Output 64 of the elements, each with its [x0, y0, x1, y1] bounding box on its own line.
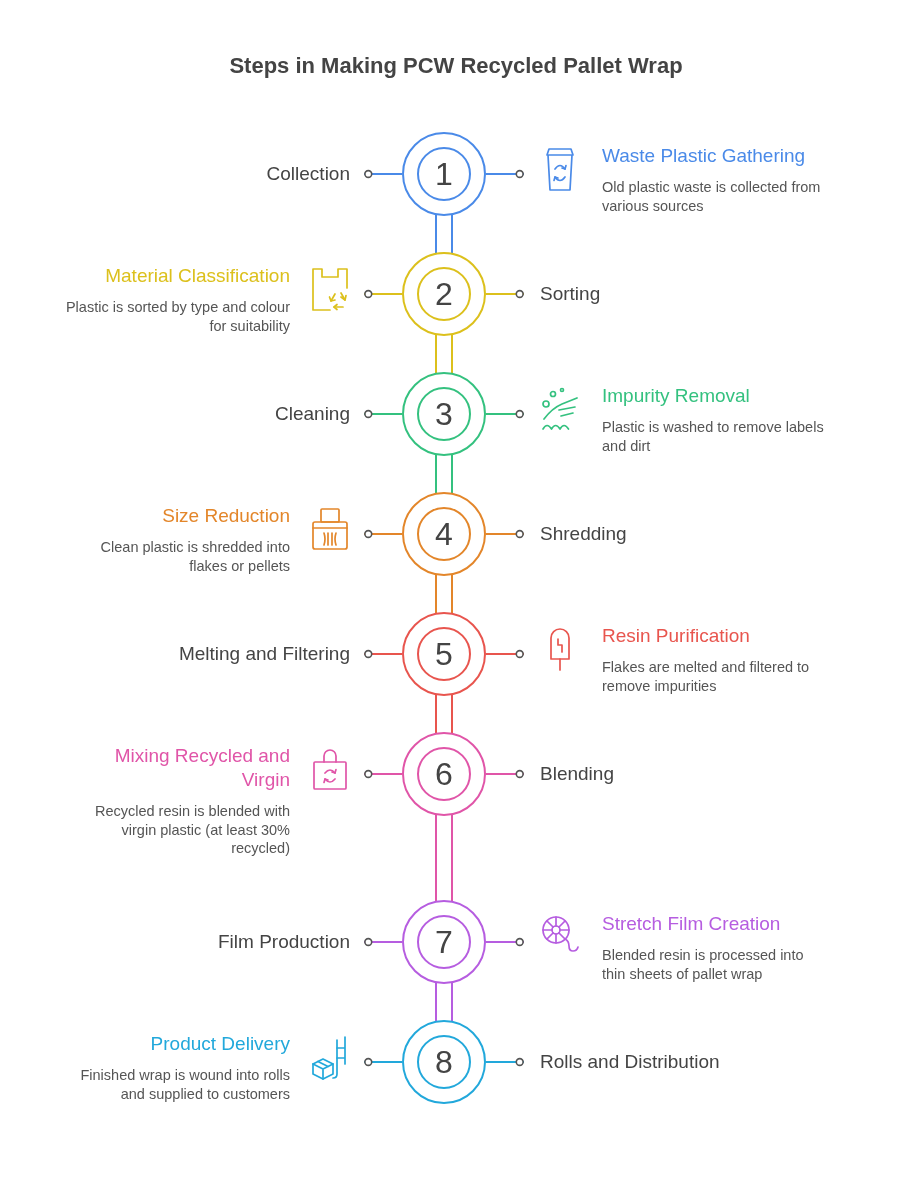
step-circle — [402, 252, 486, 336]
step-label: Cleaning — [275, 402, 350, 426]
diagram-title: Steps in Making PCW Recycled Pallet Wrap — [229, 53, 683, 79]
connector-line — [485, 289, 525, 299]
step-label: Blending — [540, 762, 614, 786]
connector-bar — [435, 982, 453, 1022]
connector-line — [363, 1057, 403, 1067]
step-description: Finished wrap is wound into rolls and supplied to customers — [79, 1066, 290, 1103]
connector-line — [485, 529, 525, 539]
step-heading: Size Reduction — [161, 504, 290, 528]
step-description: Blended resin is processed into thin sheets of pallet wrap — [602, 946, 805, 983]
step-heading: Waste Plastic Gathering — [602, 144, 807, 168]
step-circle — [402, 132, 486, 216]
step-description: Plastic is sorted by type and colour for suitability — [64, 298, 290, 335]
connector-bar — [435, 454, 453, 494]
step-number: 3 — [435, 396, 453, 432]
step-heading: Material Classification — [104, 264, 290, 288]
connector-bar — [435, 694, 453, 734]
step-label: Sorting — [540, 282, 601, 306]
step-label: Melting and Filtering — [178, 642, 350, 666]
connector-bar — [435, 574, 453, 614]
step-circle — [402, 732, 486, 816]
step-number: 5 — [435, 636, 453, 672]
connector-line — [485, 169, 525, 179]
connector-line — [485, 937, 525, 947]
step-circle — [402, 372, 486, 456]
connector-line — [363, 769, 403, 779]
connector-line — [485, 769, 525, 779]
connector-line — [485, 409, 525, 419]
step-heading: Impurity Removal — [602, 384, 751, 408]
connector-bar — [435, 334, 453, 374]
step-heading: Resin Purification — [602, 624, 751, 648]
step-number: 4 — [435, 516, 453, 552]
step-label: Shredding — [540, 522, 627, 546]
connector-line — [363, 409, 403, 419]
step-number: 8 — [435, 1044, 453, 1080]
step-label: Film Production — [218, 930, 350, 954]
step-number: 6 — [435, 756, 453, 792]
connector-line — [363, 169, 403, 179]
step-circle — [402, 900, 486, 984]
step-description: Recycled resin is blended with virgin plastic (at least 30% recycled) — [93, 802, 290, 858]
connector-bar — [435, 814, 453, 902]
step-circle — [402, 1020, 486, 1104]
step-number: 2 — [435, 276, 453, 312]
step-number: 7 — [435, 924, 453, 960]
connector-line — [363, 289, 403, 299]
connector-line — [485, 649, 525, 659]
step-circle — [402, 612, 486, 696]
connector-line — [485, 1057, 525, 1067]
step-heading: Product Delivery — [149, 1032, 290, 1056]
connector-line — [363, 649, 403, 659]
step-circle — [402, 492, 486, 576]
step-heading: Stretch Film Creation — [602, 912, 782, 936]
step-number: 1 — [435, 156, 453, 192]
step-heading: Mixing Recycled and Virgin — [113, 744, 290, 792]
step-description: Flakes are melted and filtered to remove impurities — [602, 658, 811, 695]
connector-line — [363, 937, 403, 947]
connector-bar — [435, 214, 453, 254]
step-description: Plastic is washed to remove labels and dirt — [602, 418, 825, 455]
step-description: Clean plastic is shredded into flakes or pellets — [99, 538, 290, 575]
connector-line — [363, 529, 403, 539]
step-description: Old plastic waste is collected from various sources — [602, 178, 822, 215]
step-label: Rolls and Distribution — [540, 1050, 720, 1074]
step-label: Collection — [266, 162, 350, 186]
